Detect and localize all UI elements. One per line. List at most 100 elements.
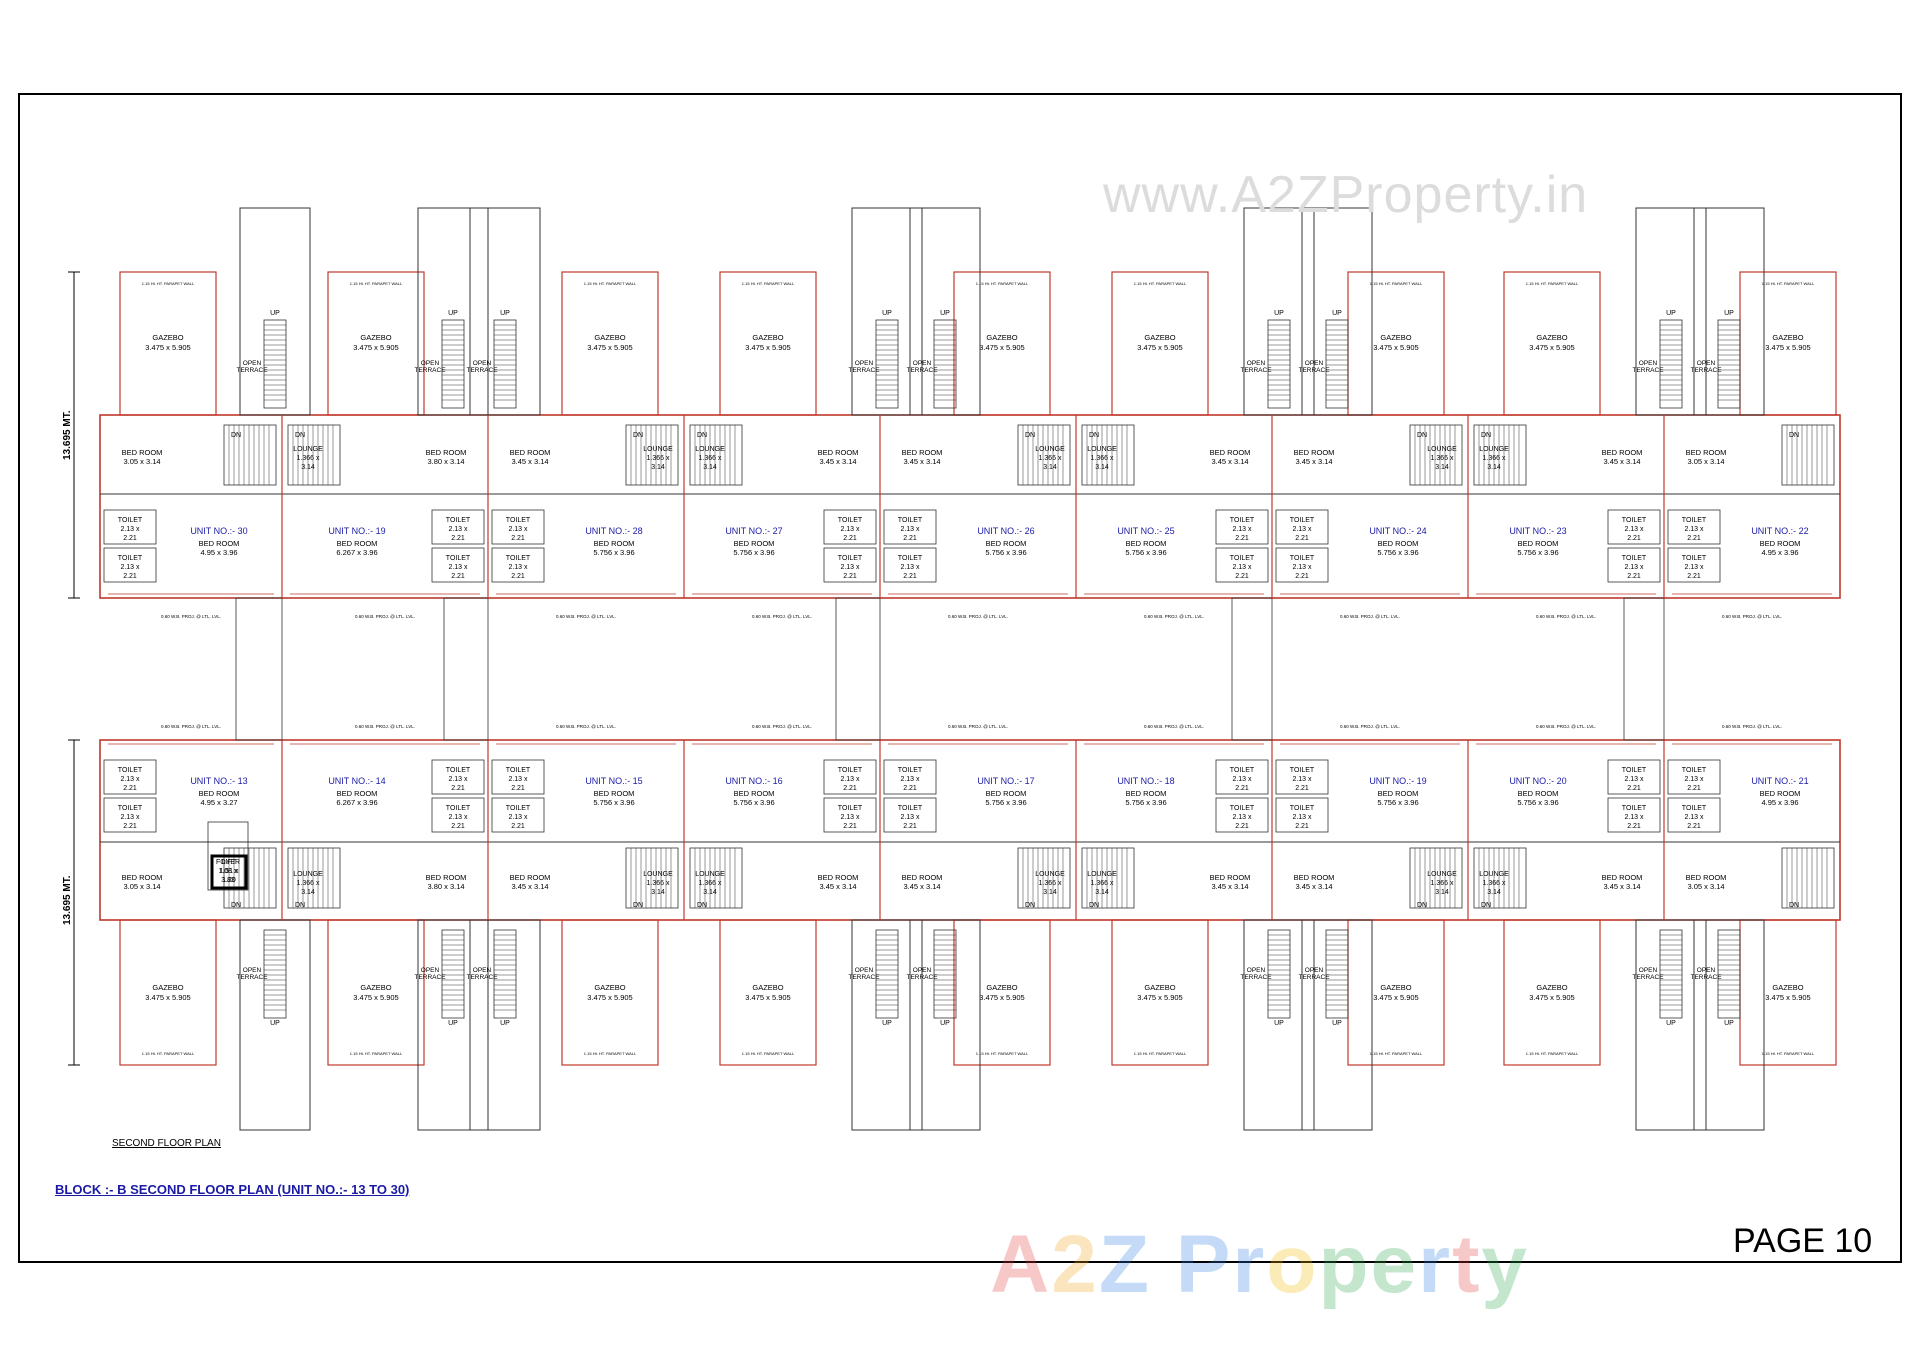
toilet-label: TOILET <box>838 555 863 562</box>
toilet-room <box>431 797 485 833</box>
toilet-size: 2.21 <box>903 823 917 830</box>
stair-dn-label: DN <box>295 902 305 909</box>
stair-up-label: UP <box>1724 310 1734 317</box>
toilet-size: 2.13 x <box>840 814 860 821</box>
toilet-size: 2.13 x <box>1292 564 1312 571</box>
back-bedroom-label: BED ROOM <box>1602 873 1643 882</box>
unit-number: UNIT NO.:- 14 <box>328 776 385 786</box>
front-bedroom-label: BED ROOM <box>199 539 240 548</box>
toilet-size: 2.21 <box>903 535 917 542</box>
gazebo-size: 3.475 x 5.905 <box>1765 343 1810 352</box>
internal-stair <box>1017 847 1071 909</box>
back-bedroom-size: 3.45 x 3.14 <box>903 457 940 466</box>
toilet-size: 2.13 x <box>120 526 140 533</box>
toilet-size: 2.13 x <box>448 526 468 533</box>
watermark-letter: Z <box>1098 1219 1151 1310</box>
toilet-room <box>823 797 877 833</box>
front-bedroom-label: BED ROOM <box>1378 789 1419 798</box>
terrace-label: TERRACE <box>466 367 498 374</box>
toilet-room <box>1275 759 1329 795</box>
gazebo-size: 3.475 x 5.905 <box>1137 993 1182 1002</box>
gazebo-label: GAZEBO <box>1144 333 1175 342</box>
toilet-size: 2.13 x <box>448 776 468 783</box>
lounge-size: 1.366 x <box>1431 455 1454 462</box>
toilet-label: TOILET <box>446 805 471 812</box>
toilet-size: 2.21 <box>451 573 465 580</box>
toilet-label: TOILET <box>838 517 863 524</box>
front-bedroom-label: BED ROOM <box>734 539 775 548</box>
gazebo-label: GAZEBO <box>152 983 183 992</box>
parapet-label: 1.15 Ht. HT. PARAPET WALL <box>1370 1051 1423 1056</box>
back-bedroom-size: 3.45 x 3.14 <box>1603 457 1640 466</box>
terrace-label: OPEN <box>1305 967 1324 974</box>
toilet-label: TOILET <box>1682 555 1707 562</box>
toilet-label: TOILET <box>1290 517 1315 524</box>
back-bedroom-size: 3.45 x 3.14 <box>1603 882 1640 891</box>
stair-outline <box>933 319 957 409</box>
lounge-size: 3.14 <box>1435 889 1449 896</box>
stair-outline <box>441 929 465 1019</box>
toilet-size: 2.21 <box>1687 535 1701 542</box>
stair-flight <box>1325 319 1349 409</box>
courtyard-connector <box>235 597 283 741</box>
stair-outline <box>1081 424 1135 486</box>
stair-flight <box>933 319 957 409</box>
front-bedroom-size: 5.756 x 3.96 <box>1377 798 1418 807</box>
foyer-size: 3.83 <box>221 877 235 884</box>
stair-outline <box>493 929 517 1019</box>
toilet-label: TOILET <box>446 517 471 524</box>
terrace-label: TERRACE <box>1298 367 1330 374</box>
gazebo-label: GAZEBO <box>1536 983 1567 992</box>
stair-dn-label: DN <box>1089 432 1099 439</box>
gazebo-top <box>327 271 425 416</box>
stair-outline <box>1081 847 1135 909</box>
front-bedroom-label: BED ROOM <box>1760 539 1801 548</box>
toilet-size: 2.21 <box>1295 535 1309 542</box>
stair-flight <box>1659 929 1683 1019</box>
toilet-size: 2.13 x <box>1684 526 1704 533</box>
lounge-label: LOUNGE <box>1427 871 1457 878</box>
gazebo-bottom <box>561 919 659 1066</box>
terrace-label: TERRACE <box>414 974 446 981</box>
parapet-label: 1.15 Ht. HT. PARAPET WALL <box>1526 281 1579 286</box>
toilet-size: 2.21 <box>1627 823 1641 830</box>
gazebo-size: 3.475 x 5.905 <box>1529 993 1574 1002</box>
front-bedroom-label: BED ROOM <box>986 539 1027 548</box>
front-bedroom-size: 5.756 x 3.96 <box>733 798 774 807</box>
toilet-size: 2.13 x <box>1292 526 1312 533</box>
toilet-label: TOILET <box>118 805 143 812</box>
stair-outline <box>1781 847 1835 909</box>
toilet-size: 2.13 x <box>1232 814 1252 821</box>
toilet-room <box>883 797 937 833</box>
front-bedroom-size: 4.95 x 3.27 <box>200 798 237 807</box>
stair-outline <box>875 319 899 409</box>
stair-tower-top <box>469 207 541 416</box>
courtyard-connector <box>835 597 881 741</box>
back-bedroom-label: BED ROOM <box>122 448 163 457</box>
gazebo-size: 3.475 x 5.905 <box>145 343 190 352</box>
toilet-size: 2.21 <box>1235 823 1249 830</box>
terrace-label: TERRACE <box>848 367 880 374</box>
projection-note: 0.60 W.B. PROJ. @ LTL. LVL. <box>1536 724 1596 729</box>
terrace-label: TERRACE <box>1632 367 1664 374</box>
stair-tower-bottom <box>909 919 981 1131</box>
toilet-label: TOILET <box>898 805 923 812</box>
stair-up-label: UP <box>1274 1020 1284 1027</box>
projection-note: 0.60 W.B. PROJ. @ LTL. LVL. <box>1340 614 1400 619</box>
foyer-label: FOYER <box>216 859 240 866</box>
toilet-room <box>1215 759 1269 795</box>
stair-dn-label: DN <box>1025 432 1035 439</box>
terrace-label: TERRACE <box>906 974 938 981</box>
toilet-label: TOILET <box>838 767 863 774</box>
gazebo-size: 3.475 x 5.905 <box>979 993 1024 1002</box>
projection-note: 0.60 W.B. PROJ. @ LTL. LVL. <box>161 614 221 619</box>
stair-outline <box>625 424 679 486</box>
stair-tower-top <box>1243 207 1315 416</box>
toilet-room <box>1667 509 1721 545</box>
toilet-label: TOILET <box>506 805 531 812</box>
toilet-room <box>1607 759 1661 795</box>
toilet-label: TOILET <box>1230 555 1255 562</box>
gazebo-size: 3.475 x 5.905 <box>145 993 190 1002</box>
stair-up-label: UP <box>882 1020 892 1027</box>
gazebo-top <box>1503 271 1601 416</box>
